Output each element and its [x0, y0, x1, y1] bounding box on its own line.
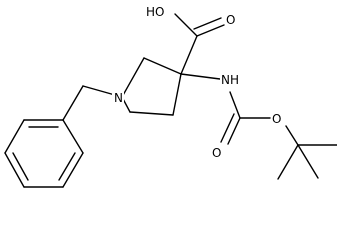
- bond: [229, 91, 241, 119]
- bond: [62, 152, 84, 188]
- hydroxyl-label: HO: [146, 5, 164, 19]
- carbamate-oxygen-label: O: [212, 146, 221, 160]
- bond: [180, 73, 221, 80]
- bond: [180, 35, 198, 75]
- bond: [174, 13, 198, 37]
- bond: [121, 57, 145, 98]
- bond: [62, 85, 84, 121]
- bond: [62, 119, 84, 154]
- bond: [172, 73, 182, 116]
- aromatic-double-bond: [58, 152, 76, 181]
- bond: [285, 125, 299, 146]
- atom-labels: HO O N NH O O: [112, 3, 283, 160]
- aromatic-double-bond: [12, 152, 29, 181]
- carbonyl-double-bond: [196, 24, 225, 37]
- bond: [143, 57, 182, 75]
- bond: [4, 152, 25, 188]
- amide-nh-label: NH: [221, 73, 239, 87]
- bond: [129, 111, 174, 116]
- chemical-structure-diagram: HO O N NH O O: [4, 3, 337, 188]
- ring-nitrogen-label: N: [114, 91, 123, 105]
- bond: [4, 119, 25, 154]
- ester-oxygen-label: O: [272, 112, 281, 126]
- bond-lines: [4, 13, 337, 188]
- carbonyl-double-bond: [227, 117, 241, 145]
- carbonyl-double-bond: [220, 113, 235, 143]
- carbonyl-double-bond: [193, 17, 222, 30]
- bond: [277, 144, 299, 180]
- carbonyl-oxygen-label: O: [226, 13, 235, 27]
- bond: [297, 144, 319, 179]
